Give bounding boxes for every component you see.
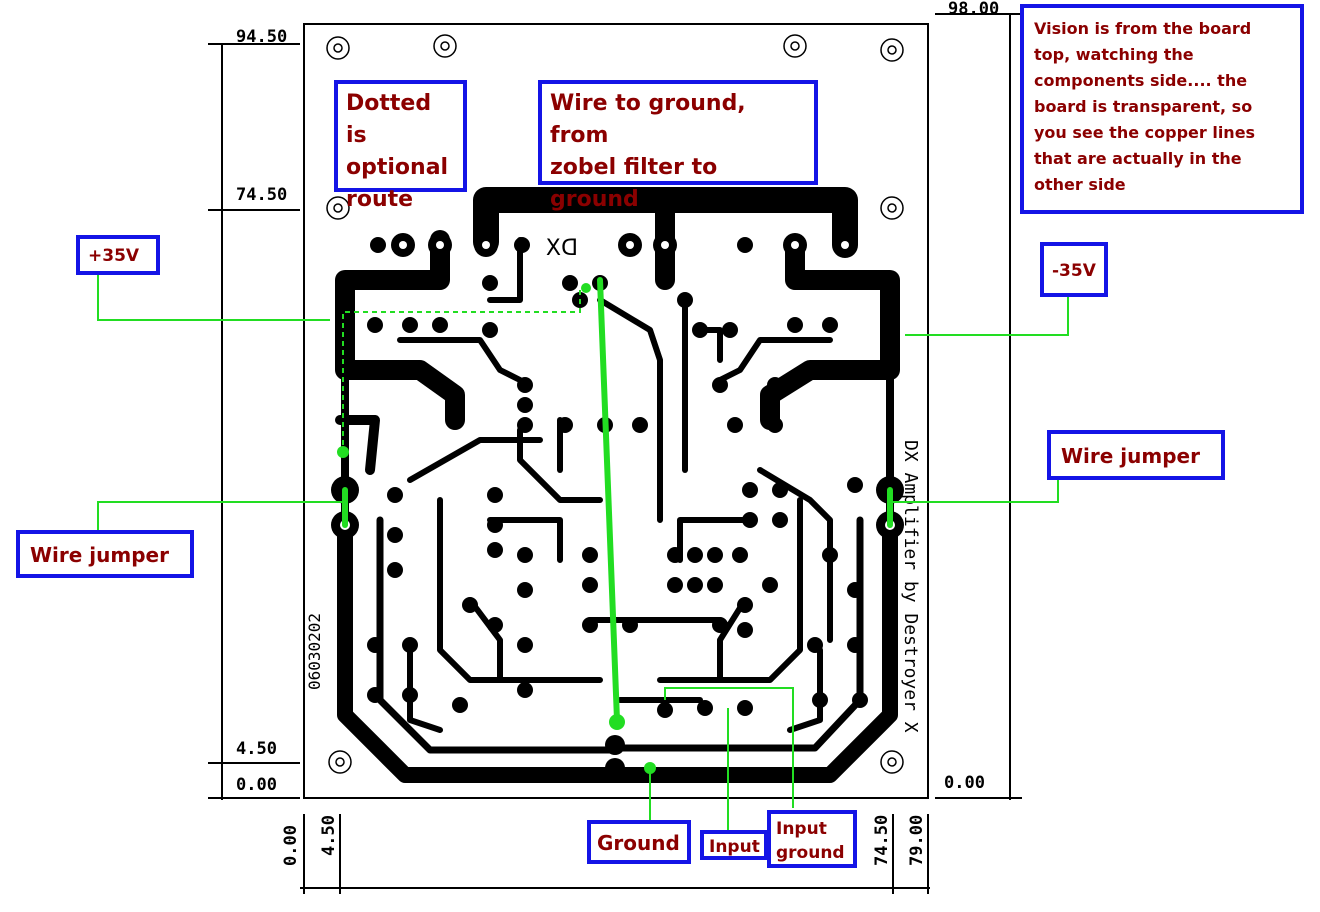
note-wire-ground-line-3: ground: [550, 187, 639, 212]
silk-dx-label: DX: [546, 236, 578, 261]
note-vision-line-1: Vision is from the board: [1034, 19, 1252, 38]
note-vision-line-3: components side.... the: [1034, 71, 1248, 90]
dim-bottom-left: 4.50: [319, 815, 339, 856]
label-ground-text: Ground: [597, 831, 680, 855]
dim-left-top: 94.50: [236, 27, 287, 47]
wire-jumpers: [337, 283, 893, 774]
note-dotted-route: Dotted is optional route: [334, 80, 467, 212]
callout-wires: [97, 275, 1069, 830]
note-vision-line-5: you see the copper lines: [1034, 123, 1256, 142]
note-wire-ground-line-2: zobel filter to: [550, 155, 718, 180]
label-input: Input: [700, 830, 768, 860]
dimension-lines: [208, 13, 1022, 894]
silk-credit-text: DX Amplifier by Destroyer X: [900, 440, 921, 733]
dotted-optional-route: [342, 290, 581, 445]
label-ground: Ground: [587, 820, 691, 864]
dim-left-zero: 0.00: [236, 775, 277, 795]
note-dotted-line-2: optional: [346, 155, 449, 180]
dim-right-top: 98.00: [948, 0, 999, 19]
zobel-ground-wire: [597, 277, 620, 723]
note-vision-line-7: other side: [1034, 175, 1126, 194]
label-wire-jumper-left-text: Wire jumper: [30, 543, 169, 567]
label-minus-35v: -35V: [1040, 242, 1108, 297]
label-input-ground-line-2: ground: [776, 843, 845, 863]
label-plus-35v: +35V: [76, 235, 160, 275]
note-vision-line-6: that are actually in the: [1034, 149, 1242, 168]
label-wire-jumper-right: Wire jumper: [1047, 430, 1225, 480]
note-vision-line-4: board is transparent, so: [1034, 97, 1253, 116]
note-wire-to-ground: Wire to ground, from zobel filter to gro…: [538, 80, 818, 212]
label-minus-35v-text: -35V: [1052, 261, 1096, 281]
dim-bottom-right2: 79.00: [907, 815, 927, 866]
dim-left-low: 4.50: [236, 739, 277, 759]
dim-bottom-right1: 74.50: [872, 815, 892, 866]
label-input-ground: Input ground: [767, 810, 857, 868]
label-wire-jumper-left: Wire jumper: [16, 530, 194, 578]
note-dotted-line-3: route: [346, 187, 414, 212]
note-vision-line-2: top, watching the: [1034, 45, 1194, 64]
dim-left-mid: 74.50: [236, 185, 287, 205]
note-vision: Vision is from the board top, watching t…: [1020, 4, 1304, 214]
label-input-text: Input: [709, 837, 760, 857]
note-wire-ground-line-1: Wire to ground, from: [550, 91, 746, 148]
note-dotted-line-1: Dotted is: [346, 91, 432, 148]
silk-date-code: 06030202: [305, 613, 324, 690]
label-wire-jumper-right-text: Wire jumper: [1061, 444, 1200, 468]
label-plus-35v-text: +35V: [88, 246, 140, 266]
dim-bottom-zero: 0.00: [281, 825, 301, 866]
mounting-holes: [326, 34, 904, 774]
dim-right-zero: 0.00: [944, 773, 985, 793]
label-input-ground-line-1: Input: [776, 819, 827, 839]
